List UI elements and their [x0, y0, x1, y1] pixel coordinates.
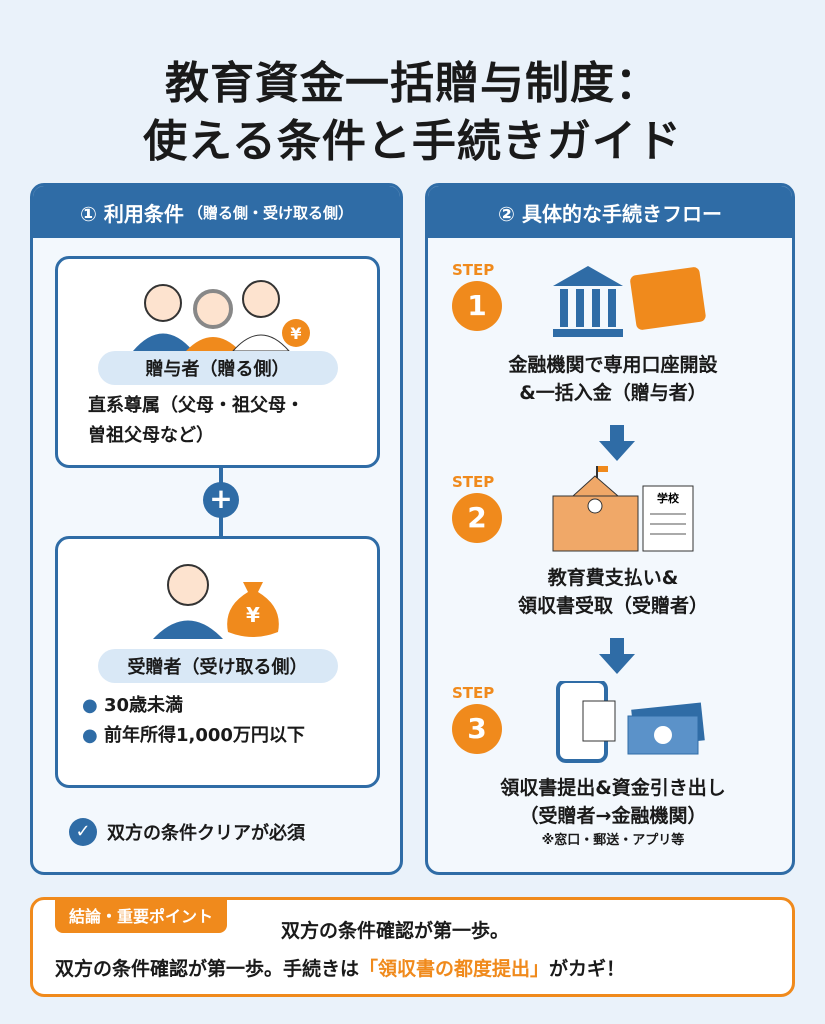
yen-coin-icon: ¥ — [290, 324, 301, 343]
step-label: STEP — [452, 473, 495, 491]
conditions-header: ① 利用条件（贈る側・受け取る側） — [33, 186, 400, 238]
step-number: 1 — [452, 281, 502, 331]
step-3-badge: STEP 3 — [452, 684, 502, 754]
condition-income: 前年所得1,000万円以下 — [103, 725, 305, 746]
step-label: STEP — [452, 684, 495, 702]
down-arrow-icon — [599, 425, 635, 461]
step-label: STEP — [452, 261, 495, 279]
donor-label: 贈与者（贈る側） — [97, 351, 338, 385]
check-icon: ✓ — [69, 818, 97, 846]
conclusion-highlight: 「領収書の都度提出」 — [359, 958, 550, 980]
step-3-line-2: （受贈者→金融機関） — [519, 805, 707, 827]
page-title: 教育資金一括贈与制度： 使える条件と手続きガイド — [0, 55, 825, 171]
conclusion-box: 結論・重要ポイント 双方の条件確認が第一歩。 双方の条件確認が第一歩。手続きは「… — [30, 897, 795, 997]
recipient-label: 受贈者（受け取る側） — [97, 649, 338, 683]
down-arrow-icon — [599, 638, 635, 674]
conditions-header-title: ① 利用条件 — [80, 201, 184, 226]
phone-cash-icon — [556, 681, 705, 763]
step-3-note: ※窓口・郵送・アプリ等 — [541, 833, 685, 848]
conditions-panel: ① 利用条件（贈る側・受け取る側） ¥ 贈与者（贈る側） 直系尊属（父母・祖父母… — [30, 183, 403, 875]
conclusion-text-b: がカギ！ — [549, 958, 626, 980]
condition-item: ● 30歳未満 — [82, 695, 184, 716]
school-label: 学校 — [657, 491, 680, 505]
donor-card: ¥ 贈与者（贈る側） 直系尊属（父母・祖父母・曽祖父母など） — [55, 256, 380, 468]
step-2-line-2: 領収書受取（受贈者） — [517, 595, 708, 617]
condition-age: 30歳未満 — [103, 695, 184, 716]
conditions-header-sub: （贈る側・受け取る側） — [187, 203, 353, 222]
requirement-text: 双方の条件クリアが必須 — [107, 823, 305, 844]
conclusion-tag: 結論・重要ポイント — [55, 897, 228, 933]
conclusion-line-2: 双方の条件確認が第一歩。手続きは「領収書の都度提出」がカギ！ — [55, 954, 625, 981]
step-1-line-2: &一括入金（贈与者） — [519, 382, 707, 404]
recipient-icon: ¥ — [152, 564, 279, 639]
title-line-2: 使える条件と手続きガイド — [143, 116, 682, 167]
recipient-card: ¥ 受贈者（受け取る側） ● 30歳未満 ● 前年所得1,000万円以下 — [55, 536, 380, 788]
step-number: 2 — [452, 493, 502, 543]
procedure-header: ② 具体的な手続きフロー — [428, 186, 792, 238]
step-1-badge: STEP 1 — [452, 261, 502, 331]
step-number: 3 — [452, 704, 502, 754]
donor-desc-1: 直系尊属（父母・祖父母・ — [88, 395, 304, 416]
plus-icon: + — [203, 482, 239, 518]
step-3-line-1: 領収書提出&資金引き出し — [500, 777, 726, 799]
title-line-1: 教育資金一括贈与制度： — [165, 58, 660, 109]
procedure-panel: ② 具体的な手続きフロー STEP 1 金融機関で専用口座開設&一括入金（贈与者）… — [425, 183, 795, 875]
condition-item: ● 前年所得1,000万円以下 — [82, 725, 305, 746]
conclusion-line-1: 双方の条件確認が第一歩。 — [281, 920, 510, 942]
school-receipt-icon: 学校 — [552, 466, 694, 552]
grandparents-icon: ¥ — [132, 280, 310, 351]
conclusion-text-a: 双方の条件確認が第一歩。手続きは — [55, 958, 360, 980]
step-2-badge: STEP 2 — [452, 473, 502, 543]
step-1-line-1: 金融機関で専用口座開設 — [508, 354, 718, 376]
bank-card-icon — [553, 266, 706, 337]
step-2-line-1: 教育費支払い& — [547, 567, 679, 589]
money-bag-icon: ¥ — [246, 603, 260, 627]
requirement-note: ✓ 双方の条件クリアが必須 — [69, 818, 305, 846]
donor-desc-2: 曽祖父母など） — [88, 425, 214, 446]
